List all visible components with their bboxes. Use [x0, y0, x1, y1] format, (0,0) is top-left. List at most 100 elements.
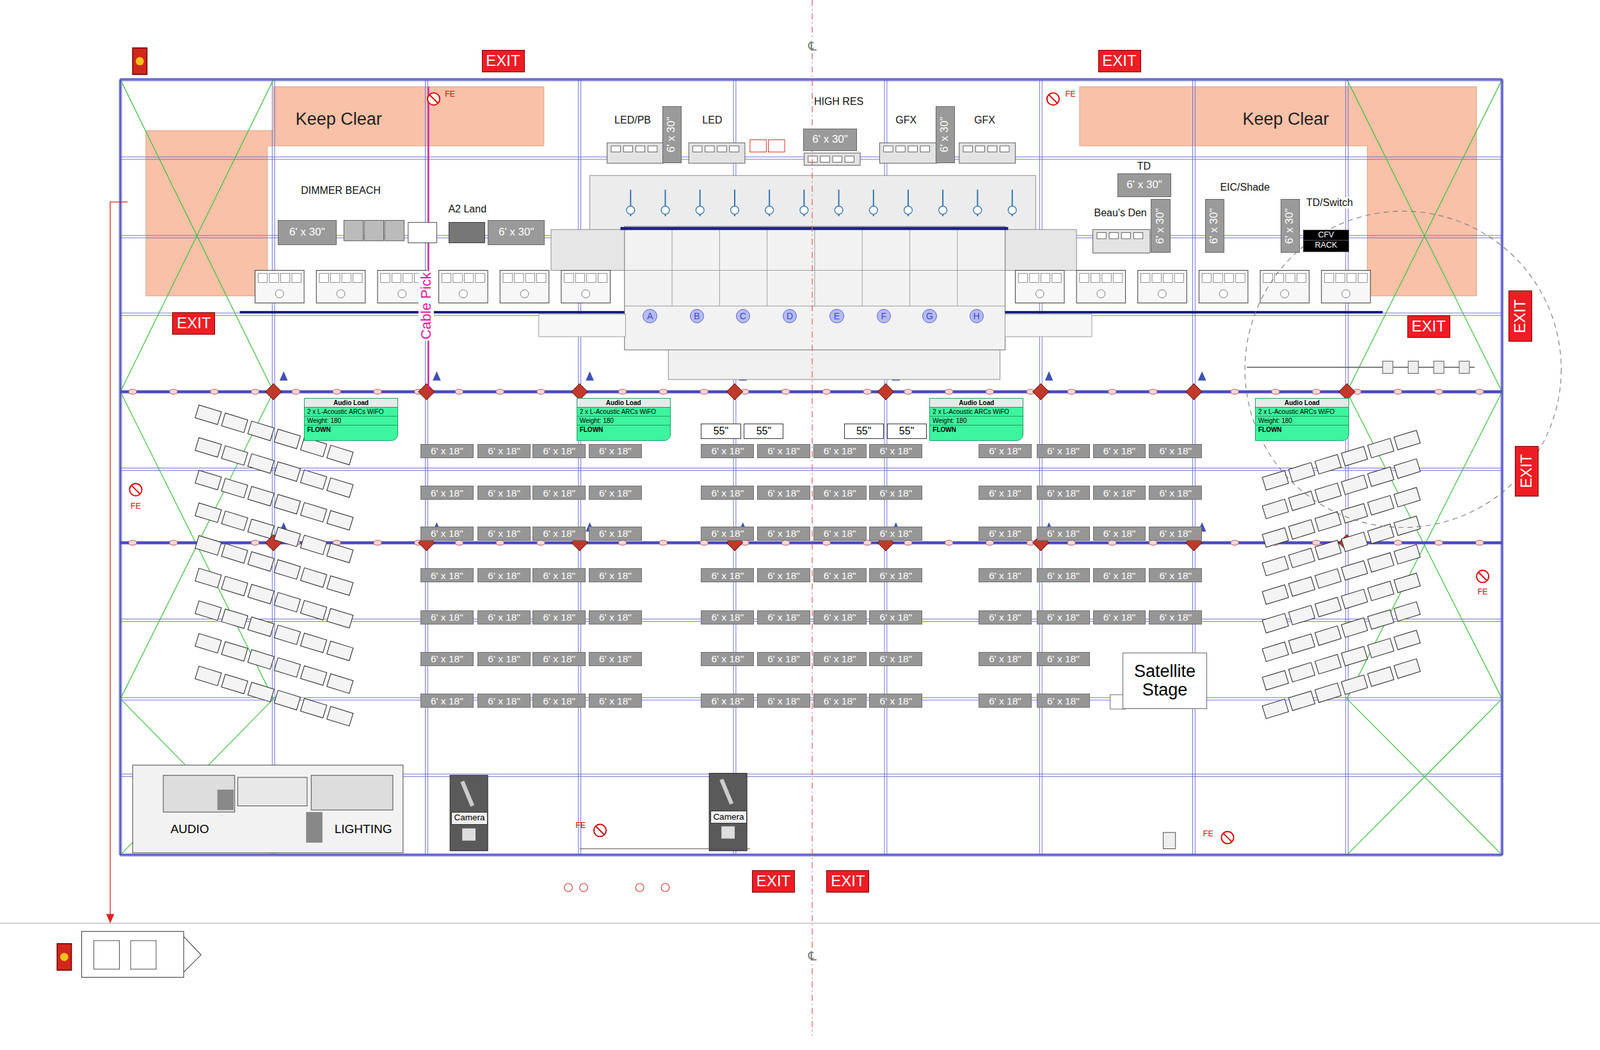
node-text: 6' x 18"	[599, 611, 632, 623]
table-6x18: 6' x 18"	[588, 444, 642, 459]
fixture	[332, 389, 342, 395]
camera-cable	[579, 848, 751, 850]
table-6x18: 6' x 18"	[532, 652, 586, 667]
chair	[1341, 618, 1368, 639]
seat-row	[1262, 487, 1421, 548]
fixture	[781, 540, 790, 546]
chair	[195, 535, 222, 556]
fixture	[781, 389, 790, 395]
table-6x18: 6' x 18"	[420, 444, 474, 459]
table-6x18: 6' x 18"	[978, 610, 1032, 625]
node-text: 6' x 18"	[823, 487, 857, 499]
truss-line	[1039, 79, 1040, 856]
fixture	[128, 540, 137, 546]
light-fixture	[1045, 371, 1054, 381]
riser-seat	[1335, 273, 1345, 283]
trailer-bay	[94, 940, 120, 970]
generator-dot	[135, 56, 144, 66]
table-6x18: 6' x 18"	[477, 568, 531, 583]
distro	[343, 220, 363, 241]
truss-line	[119, 79, 120, 856]
exit-sign: EXIT	[1508, 290, 1533, 342]
table-6x18: 6' x 18"	[420, 610, 474, 625]
foh-area	[132, 765, 404, 854]
riser-seat	[1263, 273, 1273, 283]
node-text: RACK	[1315, 241, 1338, 251]
node-text: FLOWN	[1255, 425, 1349, 434]
table-6x18: 6' x 18"	[700, 568, 754, 583]
node-text: 6' x 18"	[823, 611, 857, 623]
node-text: 6' x 18"	[1159, 528, 1192, 539]
node-text: 2 x L-Acoustic ARCs WiFO	[1255, 407, 1349, 417]
chair	[221, 446, 248, 466]
node-text: 6' x 30"	[1284, 208, 1297, 244]
node-text: 6' x 18"	[1103, 445, 1136, 457]
node-text: Satellite Stage	[1123, 662, 1207, 701]
desk-seat	[938, 206, 948, 215]
misc-icon	[579, 883, 589, 893]
table-6x18: 6' x 18"	[477, 693, 531, 708]
node-text: 6' x 18"	[880, 611, 913, 623]
node-text: EXIT	[176, 314, 211, 332]
chair	[195, 405, 222, 425]
misc-icon	[661, 883, 670, 893]
fixture	[822, 540, 831, 546]
desk-monitor	[1121, 232, 1131, 240]
node-text: 6' x 18"	[880, 653, 913, 665]
node-text: Camera	[453, 813, 485, 824]
fixture	[1434, 540, 1444, 546]
table-6x18: 6' x 18"	[700, 444, 754, 459]
stage-marker: C	[736, 309, 751, 324]
table-6x18: 6' x 18"	[1036, 610, 1090, 625]
stage-seam	[719, 228, 720, 306]
chair	[1288, 519, 1315, 540]
node-text: 6' x 18"	[542, 695, 576, 707]
node-text: 6' x 18"	[880, 528, 913, 539]
node-text: A	[647, 311, 653, 322]
chair	[273, 494, 301, 515]
rack-label: RACK	[1303, 240, 1350, 253]
chair	[1288, 548, 1315, 569]
chair	[247, 551, 274, 572]
area-label: A2 Land	[446, 203, 488, 216]
node-text: 6' x 18"	[823, 570, 857, 582]
node-text: 55"	[713, 425, 729, 438]
node-text: 6' x 18"	[430, 653, 464, 665]
desk-monitor	[883, 145, 893, 153]
cable-pick-note: Cable Pick	[418, 271, 434, 342]
tech-desk	[607, 142, 664, 164]
chair	[1393, 430, 1421, 451]
node-text: 6' x 18"	[542, 487, 576, 499]
chair	[221, 609, 248, 630]
table-6x30: 6' x 30"	[277, 220, 337, 245]
area-label: GFX	[972, 114, 997, 127]
fixture	[985, 389, 994, 395]
chair	[1367, 495, 1394, 516]
fixture	[1108, 389, 1117, 395]
seat-row	[1262, 630, 1421, 690]
node-text: EXIT	[756, 872, 791, 890]
node-text: 6' x 18"	[767, 445, 800, 457]
fixture	[659, 389, 668, 395]
desk-monitor	[963, 145, 973, 153]
node-text: 6' x 30"	[1154, 208, 1167, 244]
stage-rear	[590, 175, 1037, 233]
node-text: 6' x 18"	[487, 445, 521, 457]
chair	[221, 413, 248, 434]
chair	[1315, 512, 1342, 532]
audio-load-callout: Audio Load2 x L-Acoustic ARCs WiFOWeight…	[929, 398, 1024, 441]
seat-row	[195, 470, 354, 530]
node-text: 6' x 18"	[599, 487, 632, 499]
truss-line	[120, 78, 1503, 79]
node-text: 6' x 18"	[1047, 570, 1080, 582]
node-text: 6' x 18"	[988, 653, 1022, 665]
hoist-part	[1408, 360, 1419, 374]
node-text: 6' x 30"	[289, 226, 326, 239]
bracing	[120, 79, 274, 392]
node-text: 6' x 18"	[711, 695, 744, 707]
chair	[327, 478, 354, 498]
node-text: 6' x 18"	[430, 611, 464, 623]
table-6x18: 6' x 18"	[869, 444, 923, 459]
fixture	[700, 389, 709, 395]
